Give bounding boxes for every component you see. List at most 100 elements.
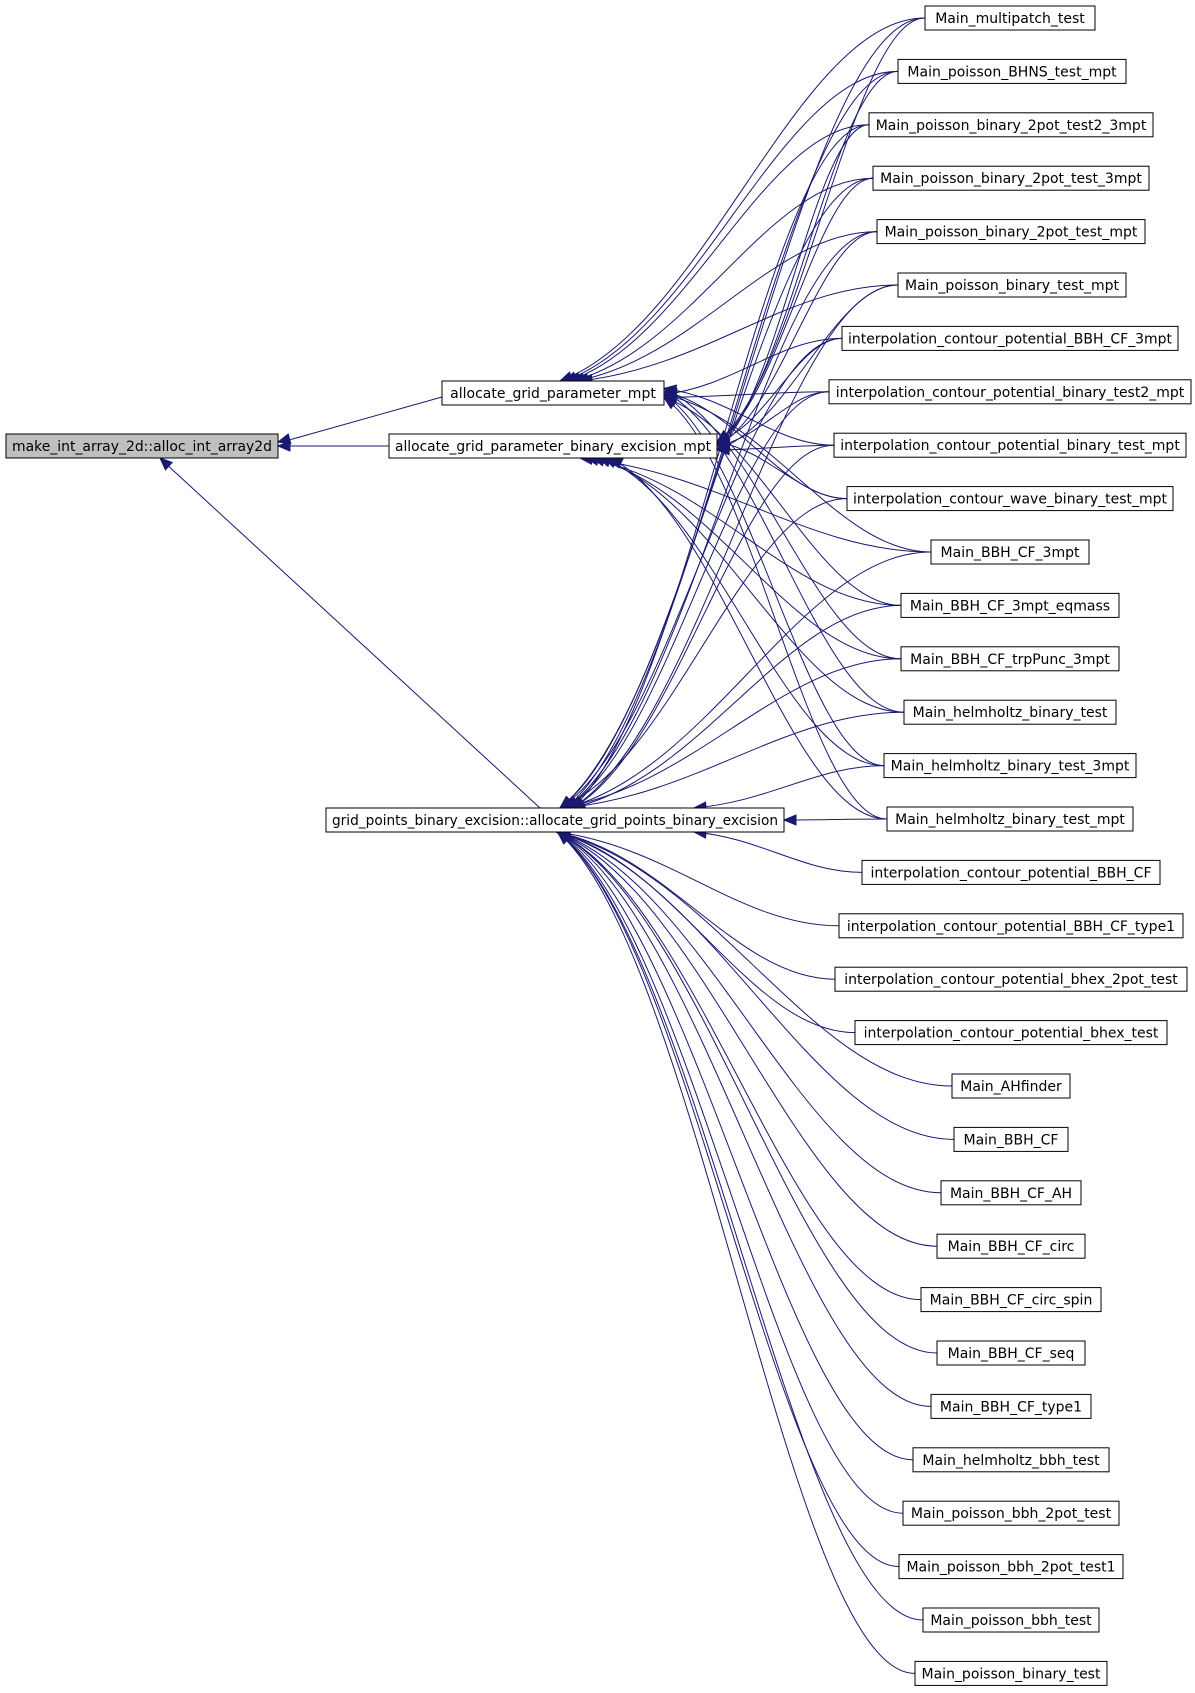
node-main-bbh-cf-circ-spin[interactable]: Main_BBH_CF_circ_spin bbox=[920, 1287, 1102, 1313]
node-interpolation-contour-potential-binary-test-mpt[interactable]: interpolation_contour_potential_binary_t… bbox=[833, 432, 1187, 458]
edge-l7-to-mpt bbox=[663, 391, 830, 398]
arrowhead bbox=[662, 396, 678, 410]
edge-l5-to-gp bbox=[571, 284, 899, 809]
node-box bbox=[897, 58, 1127, 84]
node-main-ahfinder[interactable]: Main_AHfinder bbox=[951, 1073, 1071, 1099]
node-main-poisson-binary-2pot-test-mpt[interactable]: Main_poisson_binary_2pot_test_mpt bbox=[876, 219, 1146, 245]
node-label: Main_multipatch_test bbox=[935, 11, 1085, 27]
node-main-poisson-binary-test[interactable]: Main_poisson_binary_test bbox=[914, 1660, 1108, 1686]
edge-l4-to-bexmpt bbox=[716, 231, 878, 447]
node-label: allocate_grid_parameter_binary_excision_… bbox=[395, 439, 712, 455]
node-label: interpolation_contour_potential_BBH_CF bbox=[870, 865, 1151, 881]
node-main-poisson-bbh-2pot-test1[interactable]: Main_poisson_bbh_2pot_test1 bbox=[898, 1554, 1124, 1580]
node-main-bbh-cf-3mpt[interactable]: Main_BBH_CF_3mpt bbox=[930, 539, 1090, 565]
node-main-poisson-bbh-2pot-test[interactable]: Main_poisson_bbh_2pot_test bbox=[902, 1500, 1120, 1526]
node-box bbox=[912, 1447, 1110, 1473]
node-label: Main_poisson_binary_2pot_test_mpt bbox=[885, 225, 1138, 241]
edge-l7-to-bexmpt bbox=[716, 391, 830, 447]
node-box bbox=[861, 859, 1161, 885]
node-box bbox=[868, 112, 1154, 138]
edge-l17-to-gp bbox=[556, 831, 840, 927]
node-main-poisson-bbh-test[interactable]: Main_poisson_bbh_test bbox=[922, 1607, 1100, 1633]
edge-l10-to-gp bbox=[565, 551, 932, 809]
node-box bbox=[914, 1660, 1108, 1686]
node-label: allocate_grid_parameter_mpt bbox=[450, 386, 656, 402]
node-label: interpolation_contour_potential_binary_t… bbox=[840, 438, 1180, 454]
node-label: Main_BBH_CF_type1 bbox=[940, 1399, 1082, 1415]
node-main-bbh-cf[interactable]: Main_BBH_CF bbox=[953, 1126, 1069, 1152]
node-box bbox=[898, 1554, 1124, 1580]
node-allocate-grid-parameter-mpt[interactable]: allocate_grid_parameter_mpt bbox=[441, 380, 665, 406]
node-label: Main_BBH_CF_3mpt_eqmass bbox=[910, 598, 1110, 614]
node-interpolation-contour-potential-bhex-test[interactable]: interpolation_contour_potential_bhex_tes… bbox=[854, 1020, 1168, 1046]
edge-l3-to-gp bbox=[559, 177, 874, 809]
edge-l24-to-gp bbox=[556, 831, 922, 1301]
node-main-bbh-cf-circ[interactable]: Main_BBH_CF_circ bbox=[936, 1233, 1086, 1259]
edge-l27-to-gp bbox=[557, 831, 914, 1461]
node-label: Main_BBH_CF_3mpt bbox=[941, 545, 1080, 561]
edge-l11-to-bexmpt bbox=[585, 457, 902, 606]
edge-l28-to-gp bbox=[557, 831, 904, 1514]
arrowhead bbox=[782, 814, 797, 826]
edge-l11-to-mpt bbox=[663, 397, 902, 606]
node-box bbox=[936, 1233, 1086, 1259]
node-main-bbh-cf-type1[interactable]: Main_BBH_CF_type1 bbox=[930, 1393, 1092, 1419]
node-main-helmholtz-binary-test-3mpt[interactable]: Main_helmholtz_binary_test_3mpt bbox=[883, 753, 1137, 779]
node-make-int-array-2d-alloc-int-array2d[interactable]: make_int_array_2d::alloc_int_array2d bbox=[5, 433, 279, 459]
node-box bbox=[951, 1073, 1071, 1099]
edge-l1-to-mpt bbox=[563, 70, 899, 382]
node-interpolation-contour-potential-bhex-2pot-test[interactable]: interpolation_contour_potential_bhex_2po… bbox=[834, 966, 1188, 992]
node-main-poisson-binary-test-mpt[interactable]: Main_poisson_binary_test_mpt bbox=[897, 272, 1127, 298]
node-box bbox=[920, 1287, 1102, 1313]
node-interpolation-contour-potential-bbh-cf-3mpt[interactable]: interpolation_contour_potential_BBH_CF_3… bbox=[841, 325, 1179, 351]
node-box bbox=[897, 272, 1127, 298]
edge-l0-to-mpt bbox=[559, 17, 926, 382]
node-box bbox=[876, 219, 1146, 245]
node-main-helmholtz-bbh-test[interactable]: Main_helmholtz_bbh_test bbox=[912, 1447, 1110, 1473]
edge-l9-to-bexmpt bbox=[716, 441, 848, 500]
edge-l8-to-gp bbox=[571, 444, 835, 809]
node-label: Main_BBH_CF_AH bbox=[950, 1186, 1072, 1202]
edge-l21-to-gp bbox=[556, 831, 955, 1140]
node-main-poisson-binary-2pot-test-3mpt[interactable]: Main_poisson_binary_2pot_test_3mpt bbox=[872, 165, 1150, 191]
node-main-helmholtz-binary-test[interactable]: Main_helmholtz_binary_test bbox=[903, 699, 1117, 725]
edge-l10-to-mpt bbox=[663, 394, 932, 553]
node-main-poisson-binary-2pot-test2-3mpt[interactable]: Main_poisson_binary_2pot_test2_3mpt bbox=[868, 112, 1154, 138]
node-box bbox=[922, 1607, 1100, 1633]
node-label: Main_helmholtz_binary_test_mpt bbox=[895, 812, 1125, 828]
node-main-poisson-bhns-test-mpt[interactable]: Main_poisson_BHNS_test_mpt bbox=[897, 58, 1127, 84]
edge-l26-to-gp bbox=[556, 831, 932, 1407]
node-label: Main_helmholtz_binary_test bbox=[913, 705, 1108, 721]
node-box bbox=[902, 1500, 1120, 1526]
node-label: Main_poisson_binary_test_mpt bbox=[905, 278, 1119, 294]
node-main-bbh-cf-3mpt-eqmass[interactable]: Main_BBH_CF_3mpt_eqmass bbox=[900, 592, 1120, 618]
node-box bbox=[834, 966, 1188, 992]
node-box bbox=[930, 539, 1090, 565]
node-interpolation-contour-potential-bbh-cf[interactable]: interpolation_contour_potential_BBH_CF bbox=[861, 859, 1161, 885]
edge-l15-to-mpt bbox=[663, 397, 888, 820]
node-main-helmholtz-binary-test-mpt[interactable]: Main_helmholtz_binary_test_mpt bbox=[886, 806, 1134, 832]
edge-l14-to-gp bbox=[693, 765, 885, 809]
node-box bbox=[841, 325, 1179, 351]
edge-l14-to-bexmpt bbox=[603, 457, 885, 767]
node-main-bbh-cf-trppunc-3mpt[interactable]: Main_BBH_CF_trpPunc_3mpt bbox=[900, 646, 1120, 672]
node-main-bbh-cf-seq[interactable]: Main_BBH_CF_seq bbox=[936, 1340, 1086, 1366]
node-label: Main_poisson_bbh_2pot_test bbox=[911, 1506, 1112, 1522]
node-box bbox=[846, 486, 1174, 512]
node-main-multipatch-test[interactable]: Main_multipatch_test bbox=[924, 5, 1096, 31]
node-interpolation-contour-potential-binary-test2-mpt[interactable]: interpolation_contour_potential_binary_t… bbox=[828, 379, 1192, 405]
node-interpolation-contour-potential-bbh-cf-type1[interactable]: interpolation_contour_potential_BBH_CF_t… bbox=[838, 913, 1184, 939]
node-label: Main_poisson_binary_test bbox=[922, 1666, 1101, 1682]
edge-l4-to-gp bbox=[565, 231, 878, 809]
edge-l3-to-bexmpt bbox=[716, 177, 874, 443]
node-interpolation-contour-wave-binary-test-mpt[interactable]: interpolation_contour_wave_binary_test_m… bbox=[846, 486, 1174, 512]
node-label: make_int_array_2d::alloc_int_array2d bbox=[12, 439, 272, 455]
node-label: interpolation_contour_potential_binary_t… bbox=[836, 385, 1185, 401]
node-box bbox=[5, 433, 279, 459]
edge-l15-to-bexmpt bbox=[609, 457, 888, 820]
node-allocate-grid-parameter-binary-excision-mpt[interactable]: allocate_grid_parameter_binary_excision_… bbox=[388, 433, 718, 459]
node-label: Main_BBH_CF_seq bbox=[948, 1346, 1075, 1362]
node-grid-points-binary-excision-allocate-grid-points-binary-excision[interactable]: grid_points_binary_excision::allocate_gr… bbox=[325, 807, 785, 833]
node-main-bbh-cf-ah[interactable]: Main_BBH_CF_AH bbox=[940, 1180, 1082, 1206]
